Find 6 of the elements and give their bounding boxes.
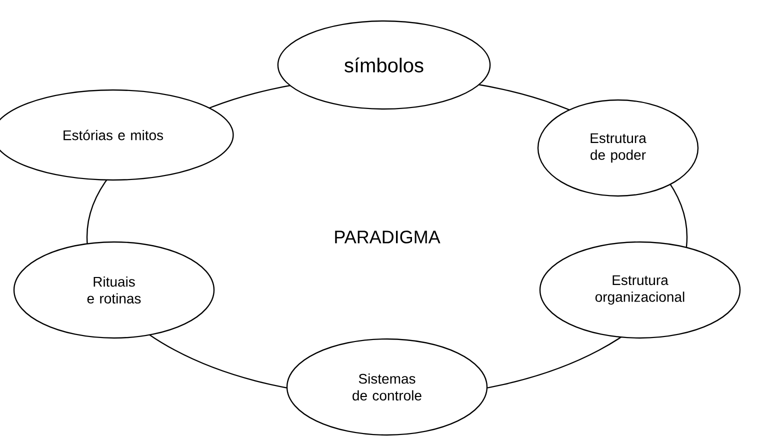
ellipse-node: Estrutura de poder	[537, 99, 699, 197]
ellipse-node: Sistemas de controle	[286, 338, 488, 436]
ellipse-node: Estrutura organizacional	[539, 241, 741, 339]
ellipse-node: símbolos	[277, 20, 491, 110]
node-label: Sistemas de controle	[352, 373, 422, 401]
ellipse-node: Rituais e rotinas	[13, 241, 215, 339]
